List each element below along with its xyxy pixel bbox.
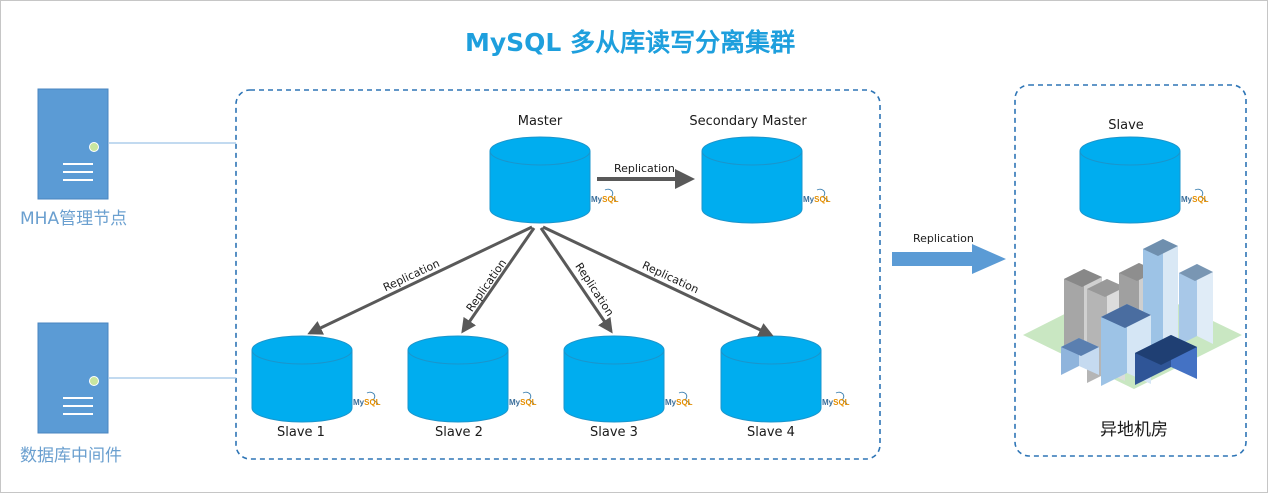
secondary-master-label: Secondary Master [689, 114, 807, 129]
mysql-logo-icon [821, 391, 851, 408]
slave-1-label: Slave 1 [277, 425, 325, 440]
remote-replication-arrow [892, 244, 1006, 274]
replication-label-secondary: Replication [614, 162, 675, 175]
remote-site-boundary [1014, 84, 1247, 457]
slave-2-database-icon [407, 335, 509, 423]
secondary-master-database-icon [701, 136, 803, 224]
city-buildings-icon [1023, 239, 1242, 389]
replication-label-remote: Replication [913, 232, 974, 245]
page-title: MySQL 多从库读写分离集群 [465, 28, 796, 57]
mha-server-label: MHA管理节点 [20, 209, 128, 229]
cluster-boundary [235, 89, 881, 460]
slave-2-label: Slave 2 [435, 425, 483, 440]
slave-1-database-icon [251, 335, 353, 423]
mysql-logo-icon [802, 188, 832, 205]
slave-4-label: Slave 4 [747, 425, 795, 440]
replication-arrow-slave-2 [461, 227, 536, 334]
mysql-logo-icon [1180, 188, 1210, 205]
slave-4-database-icon [720, 335, 822, 423]
slave-3-database-icon [563, 335, 665, 423]
replication-arrow-slave-4 [542, 225, 774, 337]
middleware-server-icon [37, 322, 109, 434]
remote-slave-label: Slave [1108, 118, 1144, 133]
mysql-logo-icon [352, 391, 382, 408]
remote-slave-database-icon [1079, 136, 1181, 224]
mysql-logo-icon [508, 391, 538, 408]
mysql-logo-icon [590, 188, 620, 205]
slave-3-label: Slave 3 [590, 425, 638, 440]
middleware-server-label: 数据库中间件 [20, 446, 122, 466]
master-database-icon [489, 136, 591, 224]
remote-site-label: 异地机房 [1100, 420, 1168, 440]
mysql-logo-icon [664, 391, 694, 408]
replication-arrow-slave-3 [539, 227, 613, 334]
replication-arrow-slave-1 [307, 225, 533, 335]
master-label: Master [517, 114, 563, 129]
mha-server-icon [37, 88, 109, 200]
